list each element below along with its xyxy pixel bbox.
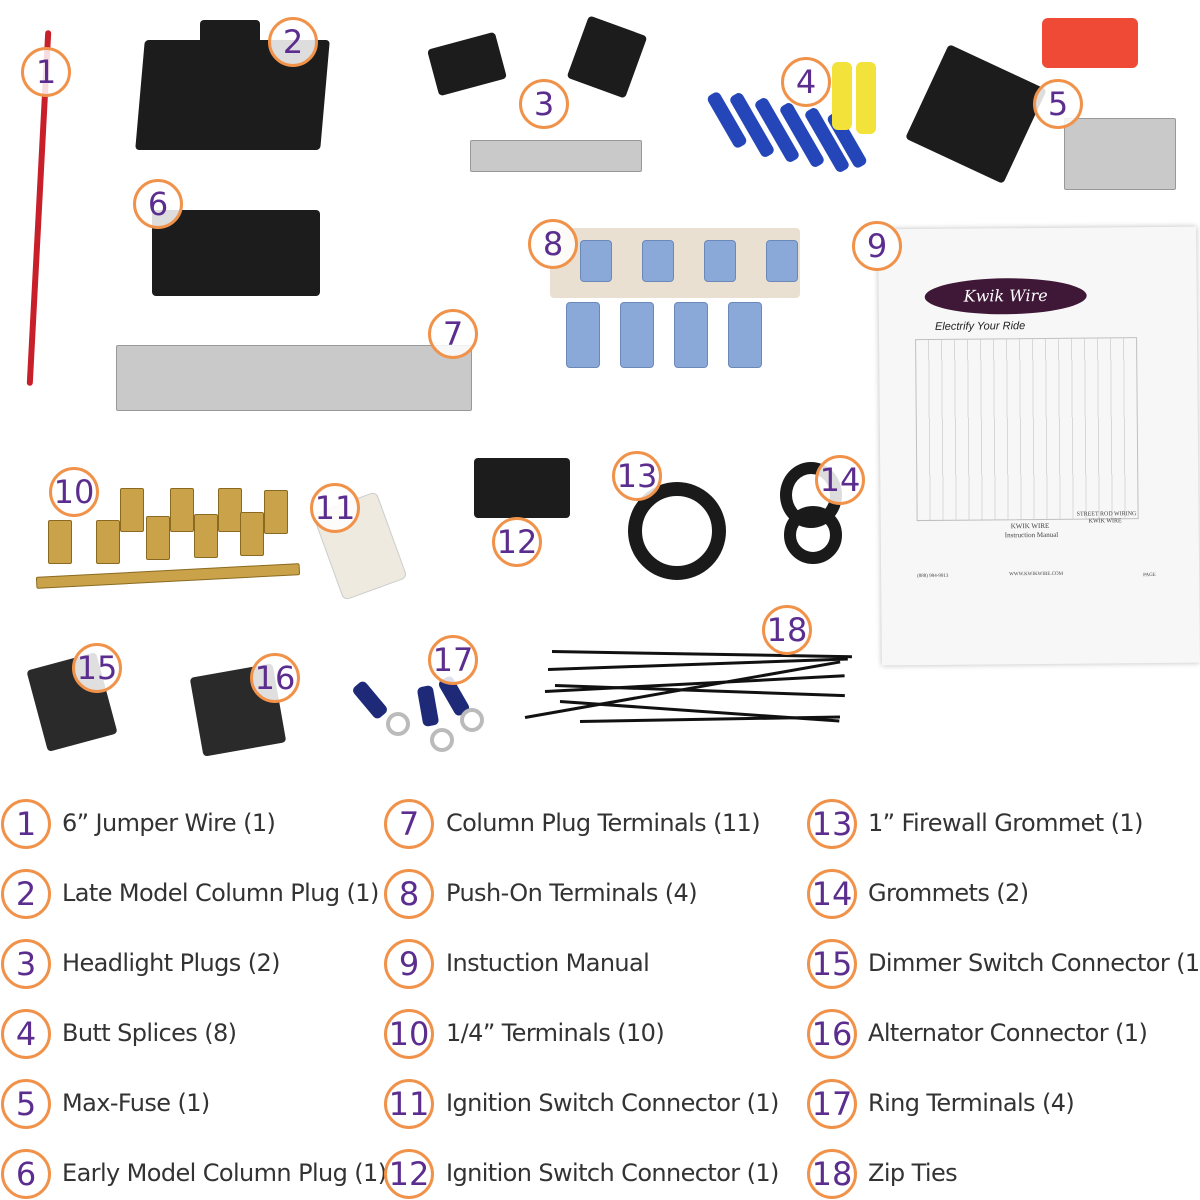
ring-terminal	[416, 684, 440, 728]
legend-label: Dimmer Switch Connector (1)	[868, 949, 1200, 977]
legend-label: Late Model Column Plug (1)	[62, 879, 379, 907]
photo-badge-1: 1	[21, 47, 71, 97]
legend-label: Headlight Plugs (2)	[62, 949, 280, 977]
legend-number-badge: 12	[384, 1149, 434, 1199]
photo-badge-6: 6	[133, 179, 183, 229]
legend-number-badge: 10	[384, 1009, 434, 1059]
photo-badge-12: 12	[492, 517, 542, 567]
legend-number-badge: 7	[384, 799, 434, 849]
photo-badge-13: 13	[612, 451, 662, 501]
manual-logo: Kwik Wire	[924, 277, 1087, 315]
manual-phone: (888) 994-9913	[917, 573, 949, 580]
photo-badge-16: 16	[250, 653, 300, 703]
fuse-terminals	[1064, 118, 1176, 190]
photo-badge-15: 15	[72, 643, 122, 693]
photo-badge-3: 3	[519, 79, 569, 129]
legend-number-badge: 13	[807, 799, 857, 849]
photo-badge-11: 11	[310, 483, 360, 533]
manual-subtitle: Instruction Manual	[1004, 530, 1059, 540]
photo-badge-10: 10	[49, 467, 99, 517]
legend-number-badge: 15	[807, 939, 857, 989]
legend-number-badge: 8	[384, 869, 434, 919]
late-model-column-plug-top	[200, 20, 260, 50]
legend-number-badge: 2	[1, 869, 51, 919]
legend-number-badge: 4	[1, 1009, 51, 1059]
legend-label: Early Model Column Plug (1)	[62, 1159, 387, 1187]
instruction-manual: Kwik Wire Electrify Your Ride KWIK WIRE …	[878, 226, 1200, 666]
legend-label: Column Plug Terminals (11)	[446, 809, 761, 837]
photo-badge-2: 2	[268, 17, 318, 67]
ignition-switch-connector-black	[474, 458, 570, 518]
legend-number-badge: 17	[807, 1079, 857, 1129]
photo-badge-14: 14	[815, 455, 865, 505]
legend-label: Alternator Connector (1)	[868, 1019, 1148, 1047]
photo-badge-7: 7	[428, 309, 478, 359]
photo-badge-17: 17	[428, 635, 478, 685]
legend-number-badge: 14	[807, 869, 857, 919]
legend-label: Instuction Manual	[446, 949, 650, 977]
legend-label: Ring Terminals (4)	[868, 1089, 1075, 1117]
legend-label: Ignition Switch Connector (1)	[446, 1089, 779, 1117]
early-model-column-plug	[152, 210, 320, 296]
headlight-plug	[566, 15, 648, 99]
legend-number-badge: 1	[1, 799, 51, 849]
grommet	[784, 506, 842, 564]
column-plug-terminals	[116, 345, 472, 411]
legend-label: 1” Firewall Grommet (1)	[868, 809, 1143, 837]
photo-badge-8: 8	[528, 219, 578, 269]
headlight-terminals	[470, 140, 642, 172]
legend-label: Grommets (2)	[868, 879, 1029, 907]
manual-page: PAGE	[1143, 572, 1156, 579]
max-fuse	[1042, 18, 1138, 68]
legend-number-badge: 3	[1, 939, 51, 989]
legend-label: 6” Jumper Wire (1)	[62, 809, 276, 837]
legend-number-badge: 9	[384, 939, 434, 989]
legend-number-badge: 6	[1, 1149, 51, 1199]
manual-title: KWIK WIRE	[1010, 521, 1050, 531]
photo-badge-9: 9	[852, 221, 902, 271]
photo-badge-18: 18	[762, 605, 812, 655]
headlight-plug	[426, 31, 508, 97]
wiring-diagram	[915, 337, 1139, 522]
legend-label: Push-On Terminals (4)	[446, 879, 698, 907]
legend-number-badge: 11	[384, 1079, 434, 1129]
manual-box-line1: STREET ROD WIRING	[1076, 511, 1137, 518]
legend-label: Max-Fuse (1)	[62, 1089, 210, 1117]
legend-label: Butt Splices (8)	[62, 1019, 237, 1047]
manual-website: WWW.KWIKWIRE.COM	[1009, 571, 1064, 578]
max-fuse-holder	[905, 44, 1047, 184]
manual-tagline: Electrify Your Ride	[934, 320, 1026, 333]
quarter-inch-terminals	[35, 563, 301, 589]
legend-number-badge: 18	[807, 1149, 857, 1199]
legend-label: 1/4” Terminals (10)	[446, 1019, 665, 1047]
photo-badge-5: 5	[1033, 79, 1083, 129]
legend-number-badge: 16	[807, 1009, 857, 1059]
manual-box-line2: KWIK WIRE	[1088, 518, 1122, 525]
legend-label: Ignition Switch Connector (1)	[446, 1159, 779, 1187]
legend-number-badge: 5	[1, 1079, 51, 1129]
photo-badge-4: 4	[781, 57, 831, 107]
legend-label: Zip Ties	[868, 1159, 958, 1187]
ring-terminal	[351, 679, 389, 721]
